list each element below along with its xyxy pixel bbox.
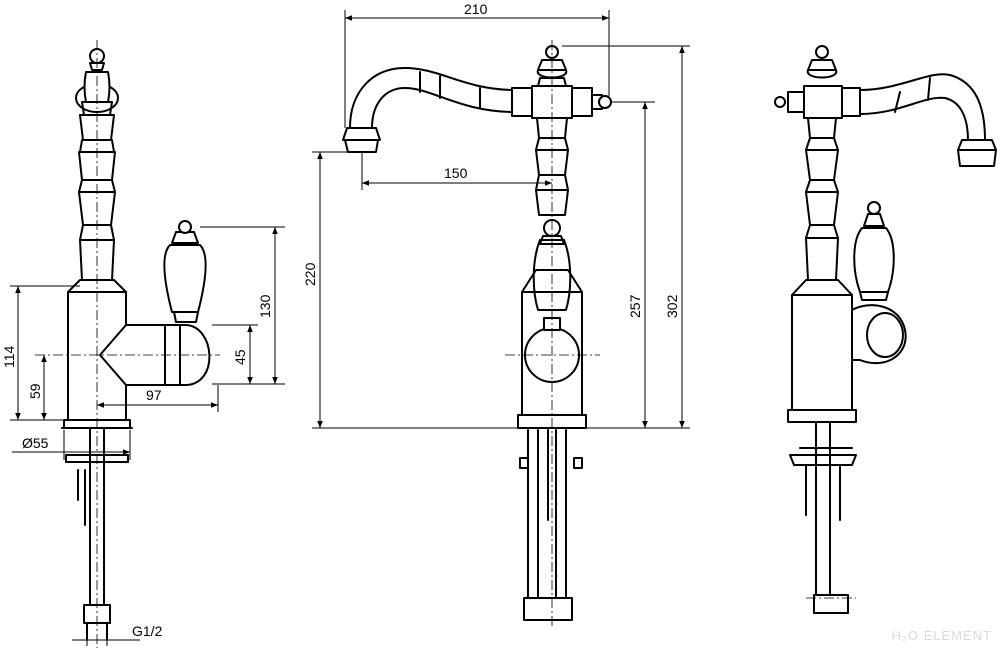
dim-spout-height: 220 [302,262,318,286]
dim-outlet-height: 59 [27,383,43,399]
dim-body-height: 114 [1,345,17,368]
dim-base-diameter: Ø55 [22,435,49,451]
dim-lever-height: 130 [257,294,273,318]
watermark-logo: H₂O ELEMENT [891,628,992,643]
dim-spout-reach: 150 [444,165,468,181]
dim-total-height: 302 [664,294,680,318]
dim-side-reach: 97 [146,387,162,403]
front-view: 210 150 220 257 302 [302,1,690,628]
dim-handle-offset: 45 [232,349,248,365]
perspective-view [774,45,997,614]
dim-handle-height: 257 [627,294,643,318]
side-view: 130 45 114 59 97 Ø55 G1/2 [1,40,285,648]
dim-overall-width: 210 [464,1,488,17]
dim-thread: G1/2 [132,623,163,639]
